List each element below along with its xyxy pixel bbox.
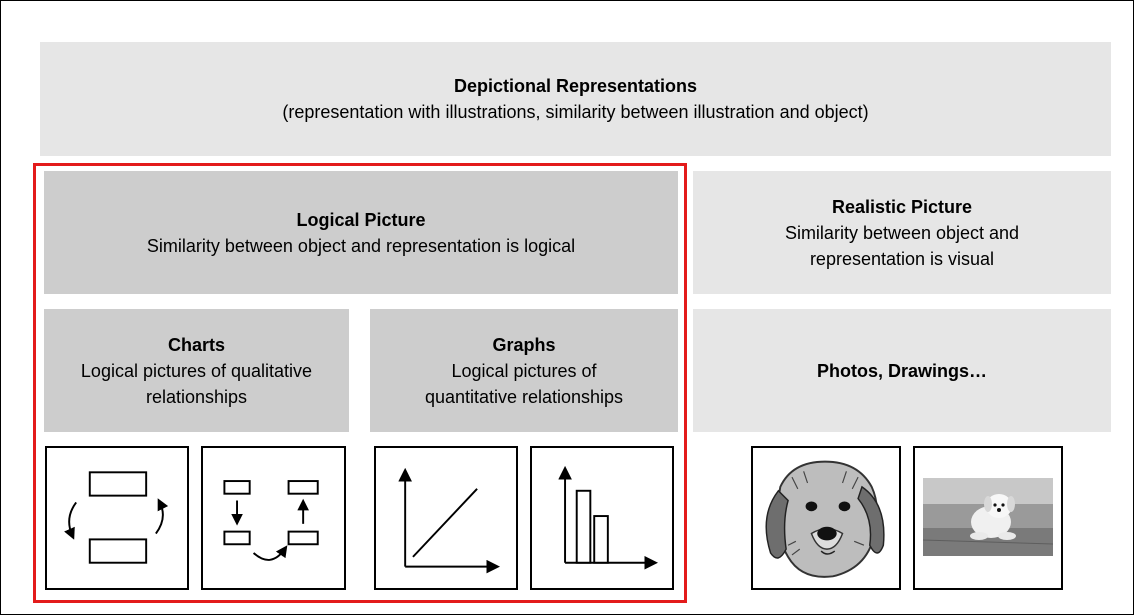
realistic-picture-subtitle-line2: representation is visual <box>809 248 995 269</box>
depictional-subtitle: (representation with illustrations, simi… <box>282 102 869 122</box>
charts-title: Charts <box>167 334 225 355</box>
logical-picture-highlight <box>33 163 687 603</box>
charts-box: Charts Logical pictures of qualitative r… <box>44 309 349 432</box>
cycle-chart-icon <box>45 446 189 590</box>
charts-line1: Logical pictures of qualitative <box>80 360 313 381</box>
graphs-box: Graphs Logical pictures of quantitative … <box>370 309 678 432</box>
dog-photo-icon <box>913 446 1063 590</box>
graphs-line2: quantitative relationships <box>424 386 624 407</box>
logical-picture-subtitle: Similarity between object and representa… <box>146 235 576 256</box>
dog-sketch-icon <box>751 446 901 590</box>
realistic-picture-subtitle-line1: Similarity between object and <box>784 222 1020 243</box>
realistic-picture-box: Realistic Picture Similarity between obj… <box>693 171 1111 294</box>
charts-line2: relationships <box>145 386 248 407</box>
photos-drawings-box: Photos, Drawings… <box>693 309 1111 432</box>
flow-chart-icon <box>201 446 346 590</box>
depictional-representations-box: Depictional Representations (representat… <box>40 42 1111 156</box>
logical-picture-box: Logical Picture Similarity between objec… <box>44 171 678 294</box>
bar-graph-icon <box>530 446 674 590</box>
depictional-title: Depictional Representations <box>453 76 698 96</box>
realistic-picture-title: Realistic Picture <box>831 196 973 217</box>
graphs-title: Graphs <box>492 334 556 355</box>
graphs-line1: Logical pictures of <box>451 360 597 381</box>
photos-drawings-label: Photos, Drawings… <box>816 360 987 381</box>
logical-picture-title: Logical Picture <box>296 209 426 230</box>
line-graph-icon <box>374 446 518 590</box>
